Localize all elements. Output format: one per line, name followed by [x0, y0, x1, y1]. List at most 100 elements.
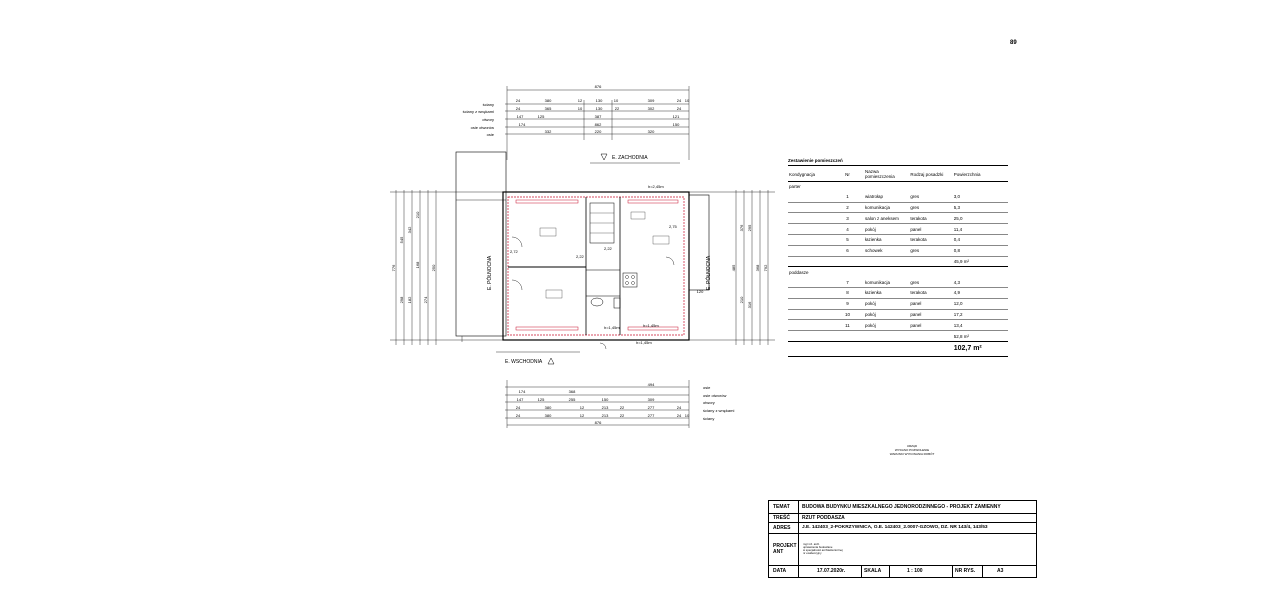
label-skala: SKALA [864, 568, 882, 574]
dim-top-r1-7: 10 [685, 98, 690, 103]
dim-left-4: 168 [415, 261, 420, 268]
dim-bot-r4-3: 213 [602, 413, 609, 418]
value-adres: J.E. 142403_2-POKRZYWNICA, O.E. 142403_2… [802, 525, 988, 530]
annotation-3: h=1,45m [636, 340, 652, 345]
label-temat: TEMAT [769, 501, 799, 513]
cell: 4,9 [952, 287, 1008, 299]
dim-left-5: 274 [423, 296, 428, 303]
header-powierzchnia: Powierzchnia [952, 167, 1008, 182]
room-schedule-table: Zestawienie pomieszczeń Kondygnacja Nr N… [788, 158, 1008, 357]
cell: terakota [909, 287, 953, 299]
total-area: 102,7 m² [952, 341, 1008, 357]
label-nr-rys: NR RYS. [955, 568, 976, 574]
label-east: E. WSCHODNIA [505, 359, 543, 365]
dim-top-r2-3: 130 [596, 106, 603, 111]
title-row-adres: ADRES J.E. 142403_2-POKRZYWNICA, O.E. 14… [769, 522, 1036, 534]
cell: terakota [909, 234, 953, 246]
cell: 1 [830, 191, 865, 203]
section-sum: 52,8 m² [952, 330, 1008, 342]
dimension-lines-bottom [505, 380, 690, 428]
room-label-0: 2,22 [604, 246, 613, 251]
dims-top-values: 876 24 380 12 130 10 309 24 10 24 365 10… [516, 84, 690, 134]
orientation-west: E. ZACHODNIA [590, 153, 680, 164]
dim-top-r3-0: 147 [517, 114, 524, 119]
dim-top-r1-0: 24 [516, 98, 521, 103]
cell: panel [909, 223, 953, 235]
dim-top-r1-5: 309 [648, 98, 655, 103]
section-row: poddasze [788, 267, 1008, 277]
dim-bot-r4-7: 10 [685, 413, 690, 418]
dim-top-r5-0: 332 [545, 129, 552, 134]
header-nr: Nr [830, 167, 865, 182]
cell: 8 [830, 287, 865, 299]
dim-left-8: 250 [431, 264, 436, 271]
value-nr-rys: A3 [997, 568, 1004, 574]
dim-left-7: 182 [407, 296, 412, 303]
dim-top-r2-2: 10 [578, 106, 583, 111]
dim-left-2: 342 [407, 226, 412, 233]
title-row-data: DATA 17.07.2020r. SKALA 1 : 100 NR RYS. … [769, 565, 1036, 577]
title-row-temat: TEMAT BUDOWA BUDYNKU MIESZKALNEGO JEDNOR… [769, 501, 1036, 514]
cell: pokój [864, 298, 910, 310]
cell: 5,3 [952, 202, 1008, 214]
stamp-line: WARUNKI WYKONANIA ROBÓT [889, 452, 935, 456]
dim-legend-bot-0: osie [703, 385, 711, 390]
cell: schowek [864, 245, 910, 257]
room-label-1: 2,72 [510, 249, 519, 254]
dim-legend-top-1: ściany z wnękami [463, 109, 494, 114]
dim-top-r2-6: 24 [677, 106, 682, 111]
cell: 3 [830, 212, 865, 225]
value-tresc: RZUT PODDASZA [802, 514, 845, 521]
dim-top-r2-4: 22 [615, 106, 620, 111]
dims-right-values: 376 210 485 792 295 316 120 368 [697, 224, 768, 308]
cell: 5 [830, 234, 865, 246]
cell: gres [909, 191, 953, 203]
room-label-3: 2,22 [576, 254, 585, 259]
cell: 11 [830, 319, 865, 332]
dim-right-3: 792 [763, 264, 768, 271]
title-block: TEMAT BUDOWA BUDYNKU MIESZKALNEGO JEDNOR… [768, 500, 1037, 578]
cell: pokój [864, 319, 910, 332]
dim-legend-top-4: osie [487, 132, 495, 137]
dim-bot-r3-1: 380 [545, 405, 552, 410]
value-data: 17.07.2020r. [817, 568, 846, 574]
cell: gres [909, 245, 953, 257]
cell: salon z aneksem [864, 212, 910, 225]
projektant-line: uprawnienia budowlane [803, 544, 833, 549]
dim-left-0: 776 [391, 264, 396, 271]
label-tresc: TREŚĆ [769, 513, 799, 522]
cell: gres [909, 202, 953, 214]
cell: 4 [830, 223, 865, 235]
dimension-legend-bottom: osie osie otworów otwory ściany z wnękam… [703, 385, 734, 421]
cell: komunikacja [864, 277, 910, 288]
dim-right-1: 210 [739, 296, 744, 303]
header-posadzka: Rodzaj posadzki [909, 167, 953, 182]
dim-top-r4-1: 862 [595, 122, 602, 127]
cell: łazienka [864, 234, 910, 246]
dim-bot-r4-6: 24 [677, 413, 682, 418]
dim-bot-total: 876 [595, 420, 602, 425]
header-nazwa: Nazwa pomieszczenia [864, 167, 910, 182]
dim-legend-top-0: ściany [483, 102, 494, 107]
dim-top-r2-5: 302 [648, 106, 655, 111]
cell: terakota [909, 212, 953, 225]
cell: 25,0 [952, 212, 1008, 225]
cell: panel [909, 309, 953, 321]
dim-bot-r4-4: 22 [620, 413, 625, 418]
section-sum-row: 45,9 m² [788, 256, 1008, 268]
cell: 2 [830, 202, 865, 214]
stamp-line: WYDANO POZWOLENIE [894, 448, 930, 452]
cell: 10 [830, 309, 865, 321]
dim-bot-r2-3: 150 [602, 397, 609, 402]
dim-top-r3-3: 121 [673, 114, 680, 119]
projektant-line: w specjalności architektonicznej [803, 548, 843, 552]
dim-bot-r2-4: 309 [648, 397, 655, 402]
room-labels: 2,22 2,72 2,75 2,22 h=2,45m h=1,45m h=1,… [510, 184, 678, 345]
